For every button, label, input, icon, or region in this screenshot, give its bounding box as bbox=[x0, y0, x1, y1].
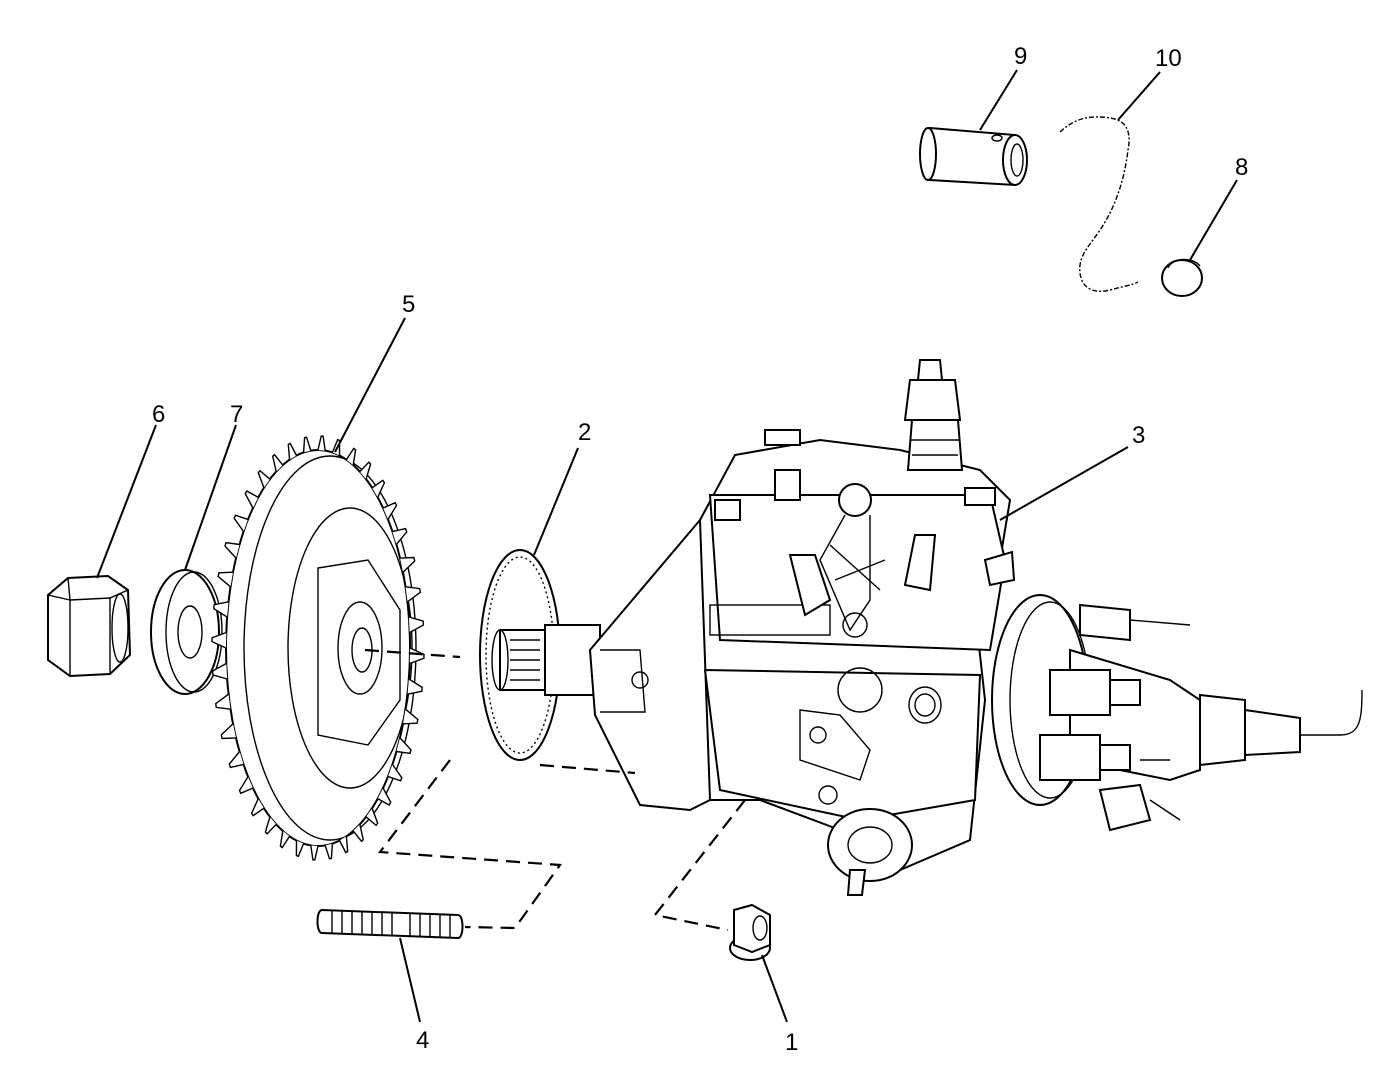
leader-line-4 bbox=[399, 937, 421, 1023]
gear-tooth bbox=[233, 514, 249, 533]
part-8-seal bbox=[1161, 258, 1203, 297]
callout-5: 5 bbox=[402, 291, 415, 318]
gear-tooth bbox=[287, 442, 298, 460]
gear-tooth bbox=[359, 461, 372, 480]
part-9-sleeve bbox=[919, 126, 1028, 187]
callout-1: 1 bbox=[785, 1029, 798, 1056]
part-5-gear bbox=[211, 435, 425, 861]
gear-tooth bbox=[405, 586, 422, 603]
part-6-hex-nut bbox=[47, 574, 132, 678]
gear-tooth bbox=[377, 787, 392, 806]
callout-6: 6 bbox=[152, 401, 165, 428]
gear-tooth bbox=[271, 453, 284, 472]
callout-9: 9 bbox=[1014, 43, 1027, 70]
part-3-injection-pump bbox=[588, 359, 1363, 896]
part-7-washer bbox=[150, 569, 223, 695]
callout-3: 3 bbox=[1132, 422, 1145, 449]
gear-tooth bbox=[217, 571, 234, 588]
gear-tooth bbox=[409, 647, 425, 665]
gear-tooth bbox=[371, 479, 386, 498]
gear-tooth bbox=[214, 693, 231, 710]
gear-tooth bbox=[399, 556, 416, 573]
gear-tooth bbox=[250, 798, 265, 817]
leader-line-8 bbox=[1189, 179, 1238, 261]
gear-tooth bbox=[302, 436, 312, 453]
part-10-wire-seal bbox=[1059, 116, 1139, 292]
gear-tooth bbox=[352, 824, 365, 843]
gear-tooth bbox=[279, 830, 291, 849]
gear-tooth bbox=[238, 776, 254, 795]
gear-tooth bbox=[257, 469, 271, 489]
gear-tooth bbox=[211, 631, 227, 649]
assembly-lines bbox=[364, 648, 746, 932]
callout-2: 2 bbox=[578, 419, 591, 446]
gear-tooth bbox=[224, 541, 240, 559]
gear-tooth bbox=[345, 447, 357, 466]
gear-tooth bbox=[396, 737, 412, 755]
gear-tooth bbox=[295, 840, 305, 858]
gear-tooth bbox=[365, 807, 379, 827]
gear-tooth bbox=[228, 751, 244, 769]
callout-4: 4 bbox=[416, 1027, 429, 1054]
gear-tooth bbox=[402, 708, 419, 725]
gear-tooth bbox=[213, 601, 229, 618]
leader-line-7 bbox=[184, 424, 237, 571]
pump-shaft bbox=[491, 624, 601, 696]
callout-8: 8 bbox=[1235, 154, 1248, 181]
gear-tooth bbox=[392, 527, 408, 545]
leader-line-1 bbox=[761, 954, 788, 1023]
gear-tooth bbox=[211, 662, 228, 680]
gear-tooth bbox=[317, 435, 326, 451]
part-4-stud bbox=[316, 908, 464, 940]
callout-7: 7 bbox=[230, 401, 243, 428]
gear-tooth bbox=[338, 836, 349, 854]
leader-lines bbox=[96, 69, 1238, 1023]
gear-tooth bbox=[220, 723, 237, 740]
gear-tooth bbox=[382, 501, 398, 520]
gear-tooth bbox=[264, 816, 277, 835]
part-1-flange-nut bbox=[729, 903, 771, 961]
gear-tooth bbox=[408, 616, 425, 634]
leader-line-2 bbox=[533, 447, 579, 556]
leader-line-9 bbox=[979, 69, 1018, 131]
gear-tooth bbox=[244, 490, 259, 509]
gear-tooth bbox=[387, 763, 403, 782]
callout-10: 10 bbox=[1155, 45, 1182, 72]
leader-line-6 bbox=[96, 424, 157, 579]
gear-tooth bbox=[407, 678, 423, 695]
leader-line-5 bbox=[334, 317, 406, 453]
gear-tooth bbox=[324, 843, 334, 860]
gear-tooth bbox=[310, 845, 319, 861]
leader-line-3 bbox=[999, 446, 1129, 521]
leader-line-10 bbox=[1117, 71, 1161, 121]
